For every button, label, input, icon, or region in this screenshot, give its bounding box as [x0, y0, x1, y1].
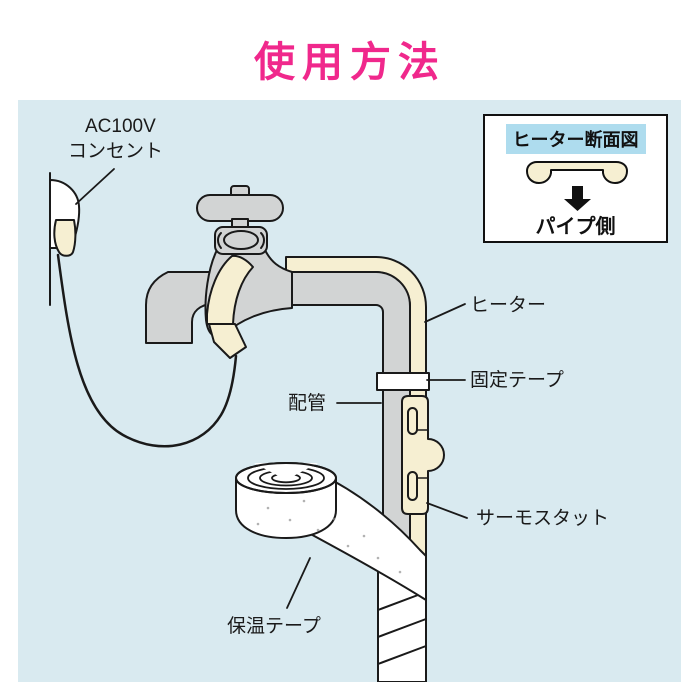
faucet-spout — [145, 271, 215, 344]
leader-outlet — [75, 168, 115, 205]
faucet-heater-diagram — [49, 168, 468, 682]
inset-box: ヒーター断面図 パイプ側 — [483, 114, 668, 243]
label-heater: ヒーター — [470, 295, 547, 316]
label-outlet: AC100V コンセント — [68, 114, 163, 164]
faucet-handle — [196, 194, 284, 222]
label-insulation-tape: 保温テープ — [227, 616, 321, 637]
page-title: 使用方法 — [254, 39, 446, 85]
inset-title: ヒーター断面図 — [505, 124, 646, 154]
tape-roll-rim — [235, 462, 337, 494]
label-outlet-line2: コンセント — [68, 141, 164, 162]
label-outlet-line1: AC100V — [85, 116, 156, 137]
packing-nut-face — [223, 230, 259, 250]
leader-insulation-tape — [286, 557, 311, 609]
label-fixing-tape: 固定テープ — [470, 370, 564, 391]
heater-end — [208, 323, 247, 359]
tape-roll-body — [235, 477, 337, 539]
label-pipe: 配管 — [288, 393, 327, 414]
leader-lines — [75, 168, 468, 609]
label-thermostat: サーモスタット — [476, 508, 610, 529]
power-plug — [53, 219, 77, 257]
thermostat-slot-top — [407, 407, 418, 435]
wrap-stripe — [377, 645, 427, 665]
wrap-stripe — [377, 618, 427, 638]
heater-strap — [206, 254, 254, 325]
inset-caption: パイプ側 — [535, 216, 616, 238]
tape-roll-spiral-gap — [254, 463, 318, 480]
heater-profile-shape — [526, 161, 628, 184]
tape-speckles — [256, 499, 402, 574]
thermostat-slot-bottom — [407, 471, 418, 501]
diagram-panel: AC100V コンセント ヒーター 固定テープ 配管 サーモスタット 保温テープ… — [18, 100, 681, 682]
heater-cross-section — [526, 161, 628, 211]
nut-arc-right — [260, 232, 265, 249]
leader-heater — [424, 303, 466, 323]
power-cord — [56, 253, 238, 448]
nut-arc-left — [217, 232, 222, 249]
down-arrow-icon — [564, 186, 591, 211]
fixing-tape-band — [376, 372, 430, 391]
leader-thermostat — [426, 502, 468, 519]
